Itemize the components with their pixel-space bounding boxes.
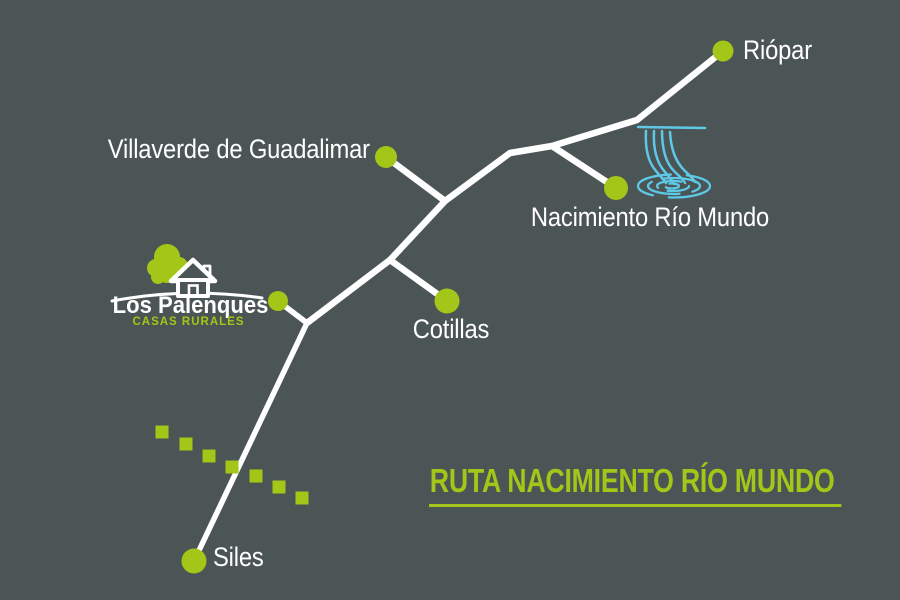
trail-marker-squares	[155, 425, 309, 505]
route-branch-nacimiento	[548, 142, 620, 192]
house-icon	[168, 257, 218, 298]
map-dot-cotillas	[434, 288, 460, 314]
trail-square	[202, 449, 216, 463]
map-dot-riopar	[712, 40, 734, 62]
map-dot-villaverde	[375, 146, 397, 168]
label-villaverde: Villaverde de Guadalimar	[107, 134, 370, 164]
label-siles: Siles	[213, 542, 264, 572]
trail-square	[179, 437, 193, 451]
trail-square	[295, 491, 309, 505]
route-title: RUTA NACIMIENTO RÍO MUNDO	[429, 462, 842, 507]
los-palenques-logo-art	[110, 244, 264, 303]
label-nacimiento: Nacimiento Río Mundo	[530, 202, 770, 232]
waterfall-icon	[636, 125, 712, 199]
route-line-siles	[191, 320, 310, 564]
route-line-main	[303, 47, 727, 327]
route-branch-villaverde	[382, 153, 449, 205]
logo-subtitle: CASAS RURALES	[132, 316, 245, 328]
label-riopar: Riópar	[743, 35, 812, 65]
trail-square	[272, 480, 286, 494]
logo-name: Los Palenques	[112, 292, 269, 319]
label-cotillas: Cotillas	[412, 314, 490, 344]
trail-square	[155, 425, 169, 439]
map-dot-nacimiento	[604, 176, 628, 200]
map-dot-siles	[181, 548, 207, 574]
trail-square	[249, 469, 263, 483]
map-dots	[181, 40, 734, 574]
map-dot-palenques	[268, 291, 288, 311]
trail-square	[225, 460, 239, 474]
